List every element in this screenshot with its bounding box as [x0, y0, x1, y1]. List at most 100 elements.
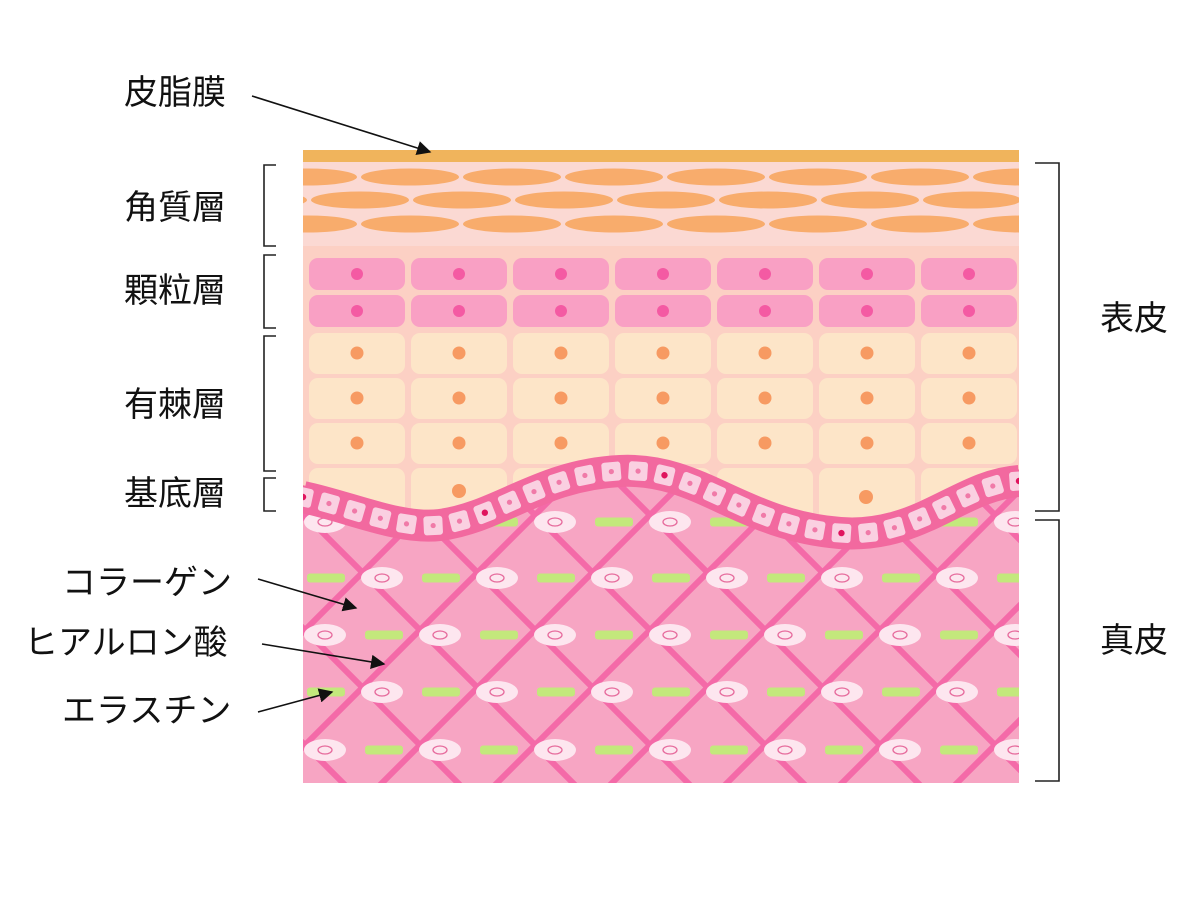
fibroblast	[534, 739, 576, 761]
granular-nucleus	[453, 268, 465, 280]
pointer-sebum	[251, 95, 432, 155]
fibroblast-nucleus	[949, 573, 965, 583]
fibroblast	[534, 511, 576, 533]
basal-cell-nucleus	[661, 472, 668, 479]
fibroblast-nucleus	[777, 745, 793, 755]
label-collagen: コラーゲン	[62, 563, 232, 603]
basal-cell-body	[1007, 469, 1019, 493]
corneum-cell	[617, 191, 715, 209]
fibroblast	[304, 739, 346, 761]
basal-cell-nucleus	[456, 518, 463, 524]
basal-cell-nucleus	[711, 491, 718, 497]
spinous-nucleus	[962, 391, 976, 405]
granular-nucleus	[453, 305, 465, 317]
fibroblast	[304, 624, 346, 646]
elastin-fiber	[480, 630, 518, 640]
fibroblast-nucleus	[374, 687, 390, 697]
fibroblast-nucleus	[547, 517, 563, 527]
corneum-cell	[565, 168, 663, 186]
bracket-stratum-corneum	[263, 164, 276, 247]
basal-cell-nucleus	[326, 500, 332, 507]
corneum-cell	[565, 215, 663, 233]
elastin-fiber	[940, 745, 978, 755]
basal-cell	[725, 491, 753, 519]
fibroblast-nucleus	[547, 745, 563, 755]
label-stratum-basale: 基底層	[124, 474, 226, 514]
basal-cell	[495, 488, 524, 516]
corneum-cell	[1025, 192, 1123, 209]
granular-nucleus	[555, 305, 567, 317]
spinous-nucleus	[860, 346, 874, 360]
elastin-fiber	[710, 745, 748, 755]
spinous-cells	[309, 333, 1017, 464]
basal-cell-nucleus	[812, 527, 818, 533]
elastin-fiber	[307, 573, 345, 583]
sebum-film	[303, 150, 1019, 162]
fibroblast-nucleus	[1007, 630, 1019, 640]
label-hyaluronic-acid: ヒアルロン酸	[24, 623, 228, 663]
fibroblast-nucleus	[1007, 517, 1019, 527]
bracket-dermis	[1035, 519, 1060, 782]
elastin-fiber	[652, 687, 690, 697]
elastin-fiber	[250, 746, 288, 755]
elastin-fiber	[365, 630, 403, 640]
spinous-nucleus	[452, 391, 466, 405]
elastin-fiber	[710, 630, 748, 640]
fibroblast-nucleus	[604, 687, 620, 697]
basal-cell	[367, 505, 394, 532]
label-epidermis: 表皮	[1100, 299, 1168, 339]
basal-cell-nucleus	[1015, 477, 1019, 485]
corneum-cell	[303, 215, 357, 233]
corneum-cell	[361, 168, 459, 186]
elastin-fiber	[767, 687, 805, 697]
fibroblast	[534, 624, 576, 646]
basal-cell-nucleus	[481, 509, 489, 516]
basal-cell	[856, 520, 881, 545]
spinous-nucleus	[656, 391, 670, 405]
basal-cell	[471, 499, 499, 527]
corneum-cell	[871, 168, 969, 186]
collagen-fiber	[1170, 460, 1200, 800]
spinous-nucleus	[350, 436, 364, 450]
elastin-fiber	[422, 687, 460, 697]
fibroblast	[879, 739, 921, 761]
elastin-fiber	[652, 573, 690, 583]
fibroblast	[821, 567, 863, 589]
elastin-fiber	[365, 745, 403, 755]
basal-cell-nucleus	[635, 468, 641, 474]
elastin-fiber	[537, 573, 575, 583]
fibroblast-nucleus	[547, 630, 563, 640]
label-sebum: 皮脂膜	[124, 73, 226, 113]
basal-cell-nucleus	[941, 504, 947, 511]
corneum-cell	[821, 191, 919, 209]
corneum-cell	[303, 196, 307, 204]
fibroblast	[361, 567, 403, 589]
collagen-fiber	[0, 460, 15, 800]
corneum-cell	[667, 215, 765, 233]
fibroblast	[994, 739, 1019, 761]
elastin-fiber	[595, 517, 633, 527]
fibroblast	[879, 624, 921, 646]
granular-nucleus	[351, 305, 363, 317]
fibroblast-nucleus	[489, 687, 505, 697]
spinous-nucleus	[350, 391, 364, 405]
basal-region-nucleus	[859, 490, 873, 504]
corneum-cell	[463, 215, 561, 233]
corneum-cell	[361, 215, 459, 233]
basal-cell-nucleus	[352, 508, 358, 514]
pointer-collagen	[257, 578, 358, 612]
corneum-cell	[719, 191, 817, 209]
fibroblast-nucleus	[489, 573, 505, 583]
collagen-fiber	[0, 460, 15, 800]
basal-cell-nucleus	[531, 489, 537, 495]
elastin-fiber	[422, 573, 460, 583]
spinous-nucleus	[860, 436, 874, 450]
fibroblast-nucleus	[1007, 745, 1019, 755]
granular-nucleus	[657, 305, 669, 317]
label-dermis: 真皮	[1100, 621, 1168, 661]
basal-layer-cells	[303, 459, 1019, 546]
bracket-stratum-granulosum	[263, 254, 276, 329]
bracket-epidermis	[1035, 162, 1060, 512]
fibroblast-nucleus	[892, 745, 908, 755]
spinous-nucleus	[656, 346, 670, 360]
